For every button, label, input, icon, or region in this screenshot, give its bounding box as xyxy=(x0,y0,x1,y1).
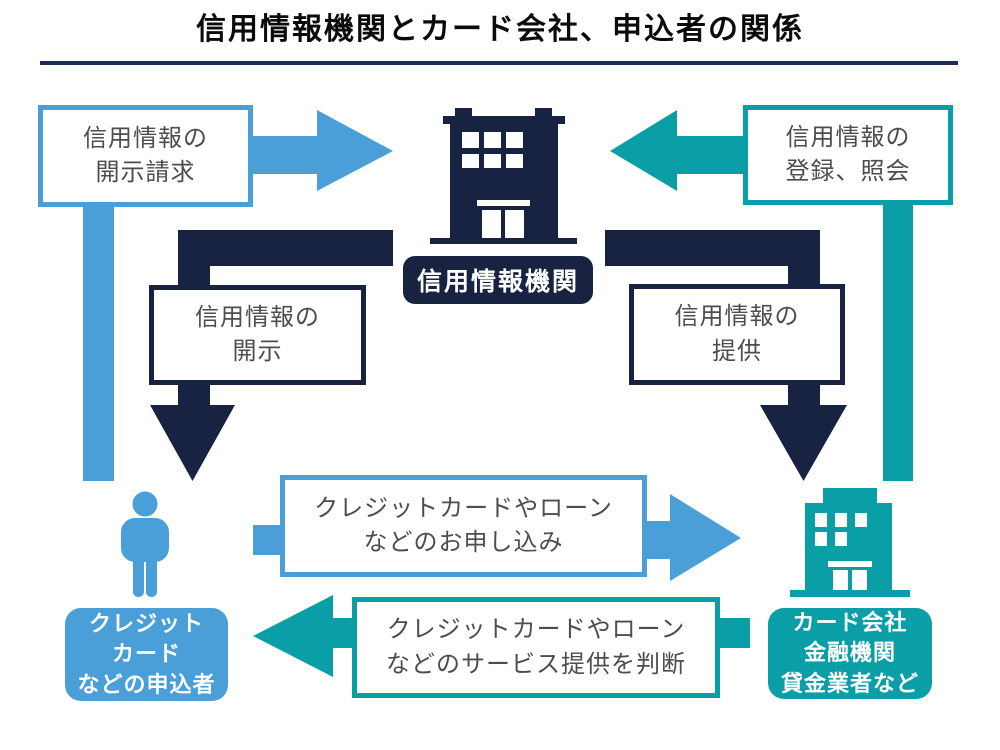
box-line: 信用情報の xyxy=(195,303,320,331)
label-applicant: クレジット カード などの申込者 xyxy=(65,608,228,701)
arrow-service-stub xyxy=(333,618,354,648)
box-disclosure: 信用情報の 開示 xyxy=(149,285,366,385)
page-title: 信用情報機関とカード会社、申込者の関係 xyxy=(196,13,804,46)
box-line: 開示請求 xyxy=(95,159,196,186)
building-icon-card-company xyxy=(790,488,910,597)
label-card-company: カード会社 金融機関 貸金業者など xyxy=(768,608,932,699)
arrow-registration-inquiry-icon xyxy=(610,110,743,191)
box-line: 信用情報の xyxy=(785,123,911,151)
box-line: 登録、照会 xyxy=(785,158,911,185)
box-line: クレジットカードやローン xyxy=(386,616,686,644)
label-line: 貸金業者など xyxy=(780,670,919,696)
box-line: 開示 xyxy=(232,338,283,365)
elbow-right-arrowhead xyxy=(760,405,847,481)
label-line: カード xyxy=(111,641,181,667)
arrow-application-head xyxy=(670,494,741,581)
label-line: 信用情報機関 xyxy=(416,268,579,296)
label-line: 金融機関 xyxy=(803,640,896,666)
arrow-application-stub xyxy=(646,521,672,559)
bar-applicant-request-icon xyxy=(83,207,114,481)
box-line: 提供 xyxy=(712,337,762,365)
box-line: 信用情報の xyxy=(674,303,800,331)
arrow-service-decision-icon xyxy=(253,595,750,677)
arrow-application-tail xyxy=(253,525,281,555)
arrow-application-icon xyxy=(253,494,741,581)
label-line: カード会社 xyxy=(792,609,908,635)
arrow-disclosure-request-icon xyxy=(253,110,393,191)
box-line: 信用情報の xyxy=(83,124,208,152)
elbow-left-horizontal xyxy=(178,230,393,266)
box-line: クレジットカードやローン xyxy=(314,494,613,522)
arrow-service-tail xyxy=(720,618,750,648)
box-provision: 信用情報の 提供 xyxy=(629,284,845,385)
person-icon-applicant xyxy=(121,491,169,597)
box-line: などのお申し込み xyxy=(363,529,564,556)
box-application: クレジットカードやローン などのお申し込み xyxy=(280,475,647,577)
label-line: などの申込者 xyxy=(77,671,216,697)
elbow-right-horizontal xyxy=(605,230,820,266)
label-credit-bureau: 信用情報機関 xyxy=(403,256,593,304)
box-disclosure-request: 信用情報の 開示請求 xyxy=(38,105,253,207)
box-registration-inquiry: 信用情報の 登録、照会 xyxy=(743,105,953,205)
box-line: などのサービス提供を判断 xyxy=(386,650,686,678)
elbow-left-arrowhead xyxy=(150,405,235,481)
title-underline xyxy=(40,61,958,65)
label-line: クレジット xyxy=(88,610,204,636)
arrow-service-head xyxy=(253,595,333,677)
bar-company-inquiry-icon xyxy=(883,205,913,481)
building-icon-credit-bureau xyxy=(430,108,577,244)
box-service-decision: クレジットカードやローン などのサービス提供を判断 xyxy=(352,597,720,698)
